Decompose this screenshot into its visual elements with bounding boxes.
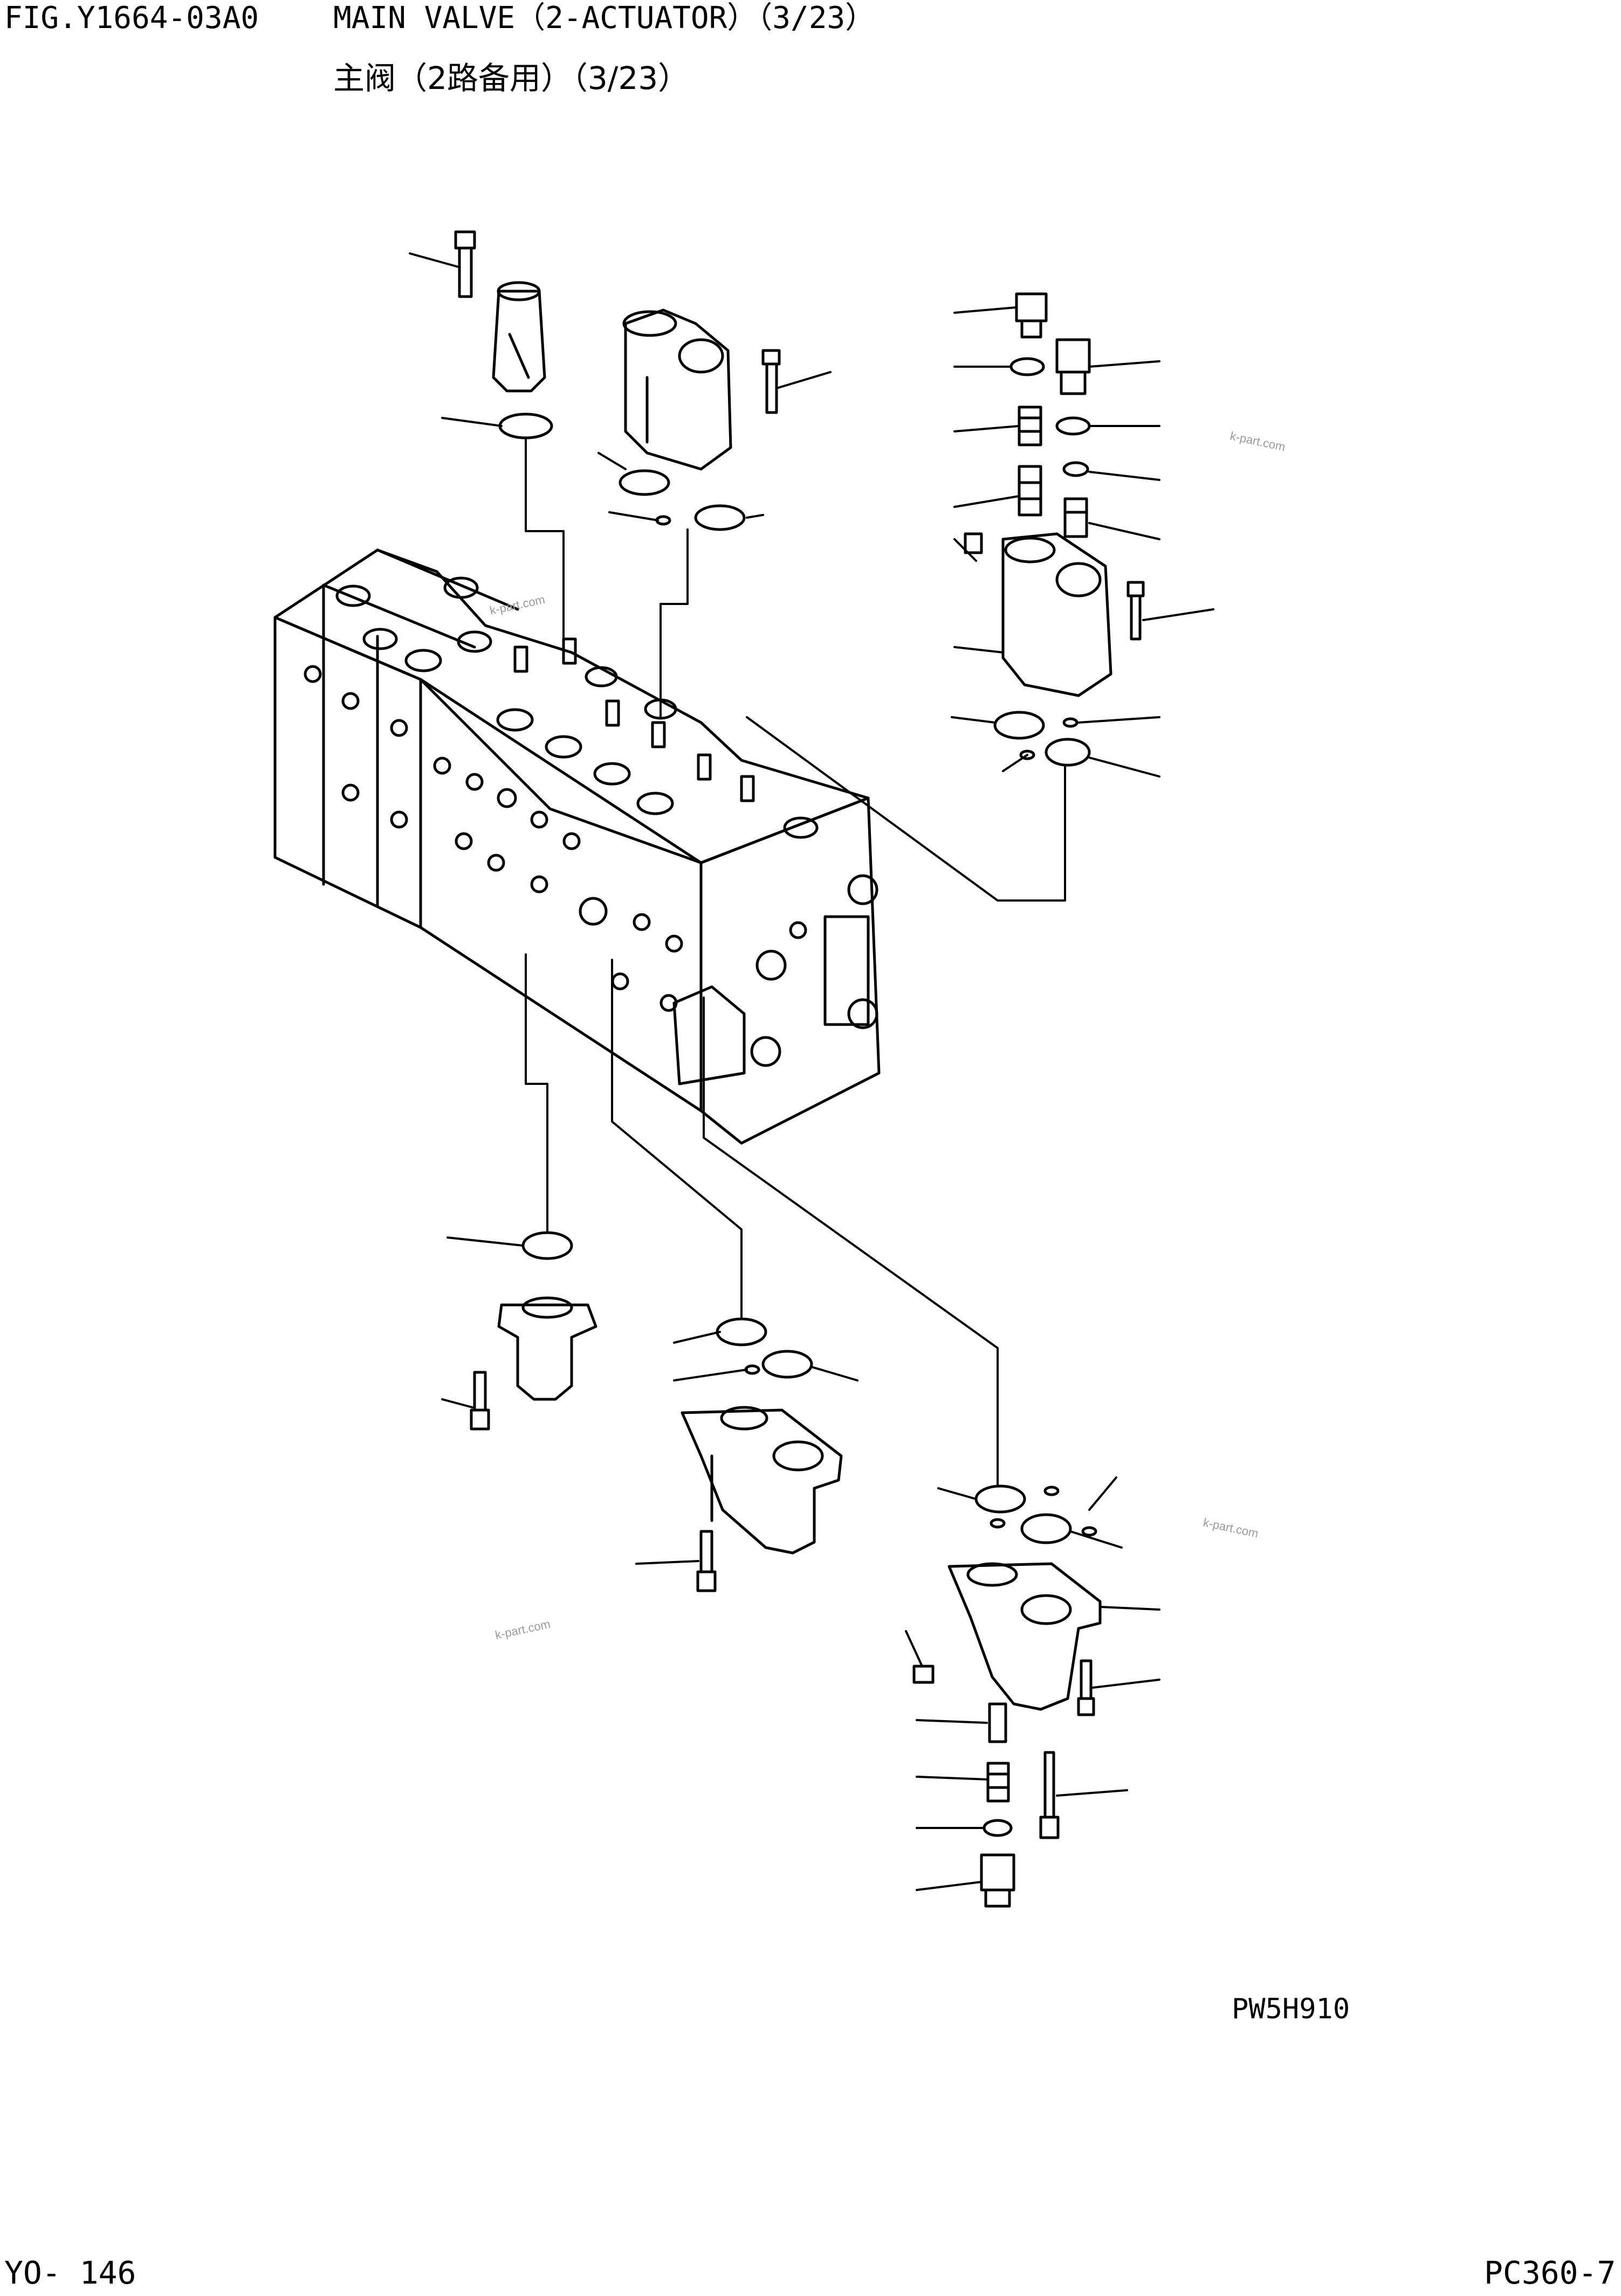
o-ring-lower-left (521, 1231, 573, 1260)
page-title: MAIN VALVE（2-ACTUATOR）（3/23） (333, 1, 876, 36)
o-ring-upper-left (498, 413, 553, 439)
o-rings-lower-center (716, 1317, 813, 1379)
page-title-chinese: 主阀（2路备用）（3/23） (333, 60, 690, 97)
plug-lower-right-side (912, 1665, 935, 1684)
long-bolt-lower-right (1039, 1751, 1060, 1839)
bolt-lower-center (696, 1530, 717, 1592)
watermark: k-part.com (489, 593, 546, 617)
leader-lines (409, 252, 1214, 1891)
drawing-code: PW5H910 (1232, 1993, 1350, 2025)
valve-housing-top-center (622, 308, 732, 471)
plug-upper-left (492, 281, 546, 393)
valve-housing-top-right (1001, 532, 1112, 697)
plug-top-right-2 (1055, 338, 1091, 395)
o-rings-top-right (993, 711, 1091, 767)
plug-lower-right-bottom (980, 1853, 1015, 1908)
connector-lines (525, 437, 1066, 1487)
bolt-lower-right-side (1077, 1659, 1095, 1716)
o-ring-top-right-2 (1055, 416, 1091, 436)
seal-top-right (1062, 461, 1089, 477)
main-valve-block (273, 548, 881, 1145)
watermark: k-part.com (1202, 1515, 1260, 1540)
page-number: YO- 146 (4, 2254, 136, 2291)
watermark: k-part.com (1229, 429, 1287, 453)
bolt-upper-left (454, 230, 476, 298)
spring-lower-right (986, 1762, 1010, 1803)
plug-top-right (1015, 292, 1048, 339)
small-plug-right (964, 532, 983, 554)
watermark: k-part.com (494, 1617, 552, 1642)
spool-top-right (1018, 465, 1042, 517)
o-ring-top-right-1 (1009, 357, 1045, 376)
cap-lower-left (497, 1296, 597, 1401)
model-number: PC360-7 (1484, 2254, 1616, 2291)
check-plug-top-right (1063, 497, 1088, 538)
figure-id: FIG.Y1664-03A0 (4, 1, 259, 36)
valve-housing-lower-right (947, 1562, 1102, 1711)
o-ring-lower-right-small (983, 1819, 1013, 1837)
bolt-top-right (1127, 581, 1145, 641)
bolt-top-center (761, 349, 781, 414)
plug-lower-right-1 (988, 1702, 1007, 1743)
o-rings-top-center (619, 469, 746, 531)
valve-housing-lower-center (681, 1406, 843, 1555)
bolt-lower-left (470, 1371, 490, 1431)
spring-top-right (1018, 405, 1042, 446)
